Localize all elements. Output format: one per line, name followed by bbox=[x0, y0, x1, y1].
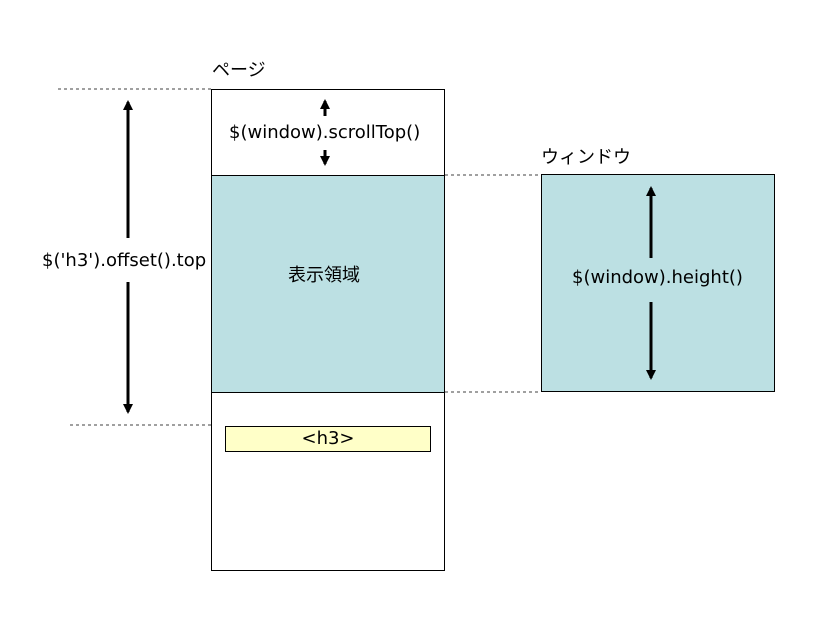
viewport-area bbox=[211, 175, 445, 393]
viewport-label: 表示領域 bbox=[288, 265, 360, 286]
h3-box bbox=[225, 426, 431, 452]
scroll-top-label: $(window).scrollTop() bbox=[229, 122, 421, 143]
offset-top-label: $('h3').offset().top bbox=[42, 250, 207, 271]
window-label: ウィンドウ bbox=[541, 147, 631, 168]
window-box bbox=[541, 174, 775, 392]
window-height-label: $(window).height() bbox=[572, 267, 743, 288]
h3-label: <h3> bbox=[301, 428, 355, 449]
page-label: ページ bbox=[212, 60, 266, 81]
